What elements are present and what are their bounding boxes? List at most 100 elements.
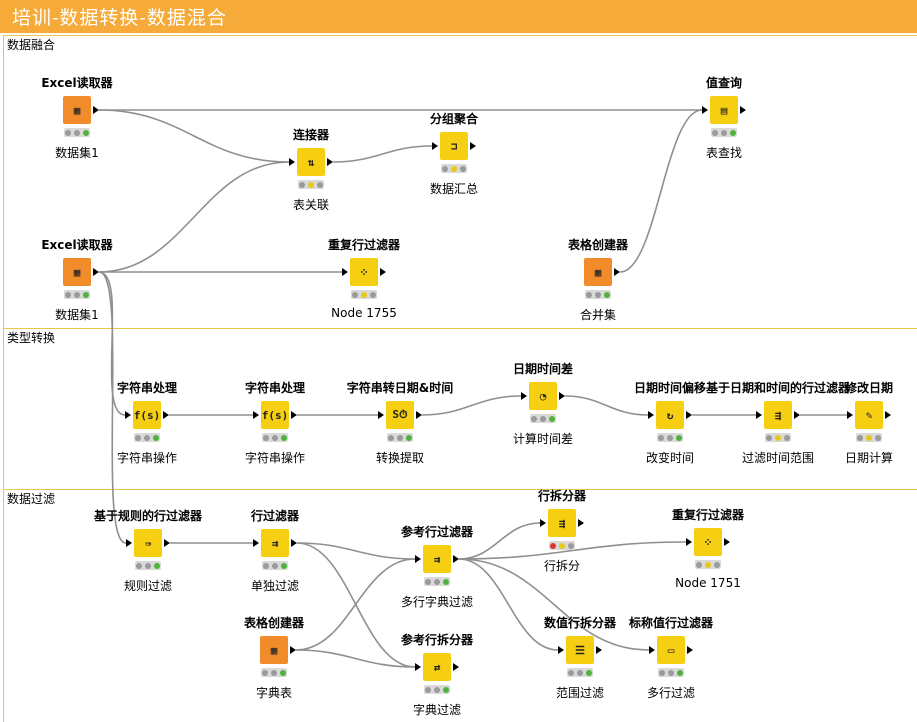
node-label[interactable]: 多行字典过滤 [400,595,474,609]
node-icon-box[interactable]: ⇄ [423,653,451,681]
node-label[interactable]: 行拆分 [543,559,581,573]
node-icon-box[interactable]: ⇉ [423,545,451,573]
node-label[interactable]: 表关联 [292,198,330,212]
node-label[interactable]: 改变时间 [645,451,695,465]
input-port[interactable] [847,411,853,419]
output-port[interactable] [416,411,422,419]
output-port[interactable] [327,158,333,166]
node-title[interactable]: 行拆分器 [537,489,587,503]
connection-excel2-rulefilter[interactable] [98,271,127,544]
node-icon-box[interactable]: ▦ [63,96,91,124]
input-port[interactable] [649,646,655,654]
connection-excel1-joiner[interactable] [98,109,290,163]
node-icon-box[interactable]: ⊐ [440,132,468,160]
annotation-data-fusion[interactable]: 数据融合 [3,35,917,329]
output-port[interactable] [164,539,170,547]
node-icon-box[interactable]: ⁘ [694,528,722,556]
node-icon-box[interactable]: ⇛ [134,529,162,557]
node-icon-box[interactable]: ▤ [710,96,738,124]
node-label[interactable]: Node 1755 [331,306,397,320]
node-icon-box[interactable]: ⇶ [548,509,576,537]
node-label[interactable]: 数据集1 [55,146,99,160]
node-title[interactable]: 参考行过滤器 [400,525,474,539]
node-label[interactable]: 单独过滤 [250,579,300,593]
output-port[interactable] [380,268,386,276]
output-port[interactable] [596,646,602,654]
node-icon-box[interactable]: ⁘ [350,258,378,286]
node-label[interactable]: 字符串操作 [244,451,306,465]
output-port[interactable] [794,411,800,419]
input-port[interactable] [253,539,259,547]
connection-reffilter-dup2[interactable] [458,541,687,560]
input-port[interactable] [415,663,421,671]
node-icon-box[interactable]: ↻ [656,401,684,429]
input-port[interactable] [126,539,132,547]
output-port[interactable] [578,519,584,527]
node-icon-box[interactable]: ▦ [63,258,91,286]
connection-reffilter-rowsplit[interactable] [458,522,541,560]
node-icon-box[interactable]: ☰ [566,636,594,664]
output-port[interactable] [687,646,693,654]
input-port[interactable] [521,392,527,400]
node-label[interactable]: 合并集 [579,308,617,322]
input-port[interactable] [125,411,131,419]
node-label[interactable]: 字典表 [255,686,293,700]
node-title[interactable]: 基于规则的行过滤器 [93,509,203,523]
node-icon-box[interactable]: f(s) [261,401,289,429]
output-port[interactable] [724,538,730,546]
node-title[interactable]: 值查询 [705,76,743,90]
node-label[interactable]: 数据集1 [55,308,99,322]
node-title[interactable]: 字符串处理 [244,381,306,395]
output-port[interactable] [453,555,459,563]
node-label[interactable]: Node 1751 [675,576,741,590]
node-icon-box[interactable]: ▦ [584,258,612,286]
output-port[interactable] [686,411,692,419]
node-label[interactable]: 计算时间差 [512,432,574,446]
output-port[interactable] [453,663,459,671]
output-port[interactable] [614,268,620,276]
node-title[interactable]: 日期时间偏移 [633,381,707,395]
output-port[interactable] [93,268,99,276]
node-label[interactable]: 范围过滤 [555,686,605,700]
connection-reffilter-numsplit[interactable] [458,558,559,651]
annotation-type-conversion[interactable]: 类型转换 [3,328,917,490]
input-port[interactable] [540,519,546,527]
output-port[interactable] [885,411,891,419]
node-icon-box[interactable]: ▭ [657,636,685,664]
node-title[interactable]: 日期时间差 [512,362,574,376]
connection-excel2-joiner[interactable] [98,161,290,273]
output-port[interactable] [290,646,296,654]
input-port[interactable] [686,538,692,546]
node-label[interactable]: 多行过滤 [646,686,696,700]
node-title[interactable]: 表格创建器 [567,238,629,252]
connection-table2-reffilter[interactable] [295,558,416,651]
input-port[interactable] [342,268,348,276]
connection-table1-lookup[interactable] [619,109,703,273]
node-icon-box[interactable]: ⇉ [261,529,289,557]
node-label[interactable]: 字符串操作 [116,451,178,465]
input-port[interactable] [432,142,438,150]
input-port[interactable] [415,555,421,563]
node-icon-box[interactable]: ✎ [855,401,883,429]
node-icon-box[interactable]: ⇶ [764,401,792,429]
node-icon-box[interactable]: f(s) [133,401,161,429]
connection-reffilter-nomfilter[interactable] [458,558,650,651]
output-port[interactable] [291,411,297,419]
input-port[interactable] [756,411,762,419]
connection-rowfilter-reffilter[interactable] [296,542,416,560]
input-port[interactable] [702,106,708,114]
input-port[interactable] [648,411,654,419]
input-port[interactable] [253,411,259,419]
node-title[interactable]: Excel读取器 [41,238,113,252]
node-icon-box[interactable]: ▦ [260,636,288,664]
output-port[interactable] [93,106,99,114]
node-label[interactable]: 字典过滤 [412,703,462,717]
output-port[interactable] [470,142,476,150]
node-title[interactable]: 分组聚合 [429,112,479,126]
node-title[interactable]: 字符串转日期&时间 [346,381,454,395]
node-title[interactable]: 连接器 [292,128,330,142]
node-label[interactable]: 表查找 [705,146,743,160]
node-icon-box[interactable]: S⏱ [386,401,414,429]
connection-str2date-datediff[interactable] [421,395,522,416]
output-port[interactable] [740,106,746,114]
